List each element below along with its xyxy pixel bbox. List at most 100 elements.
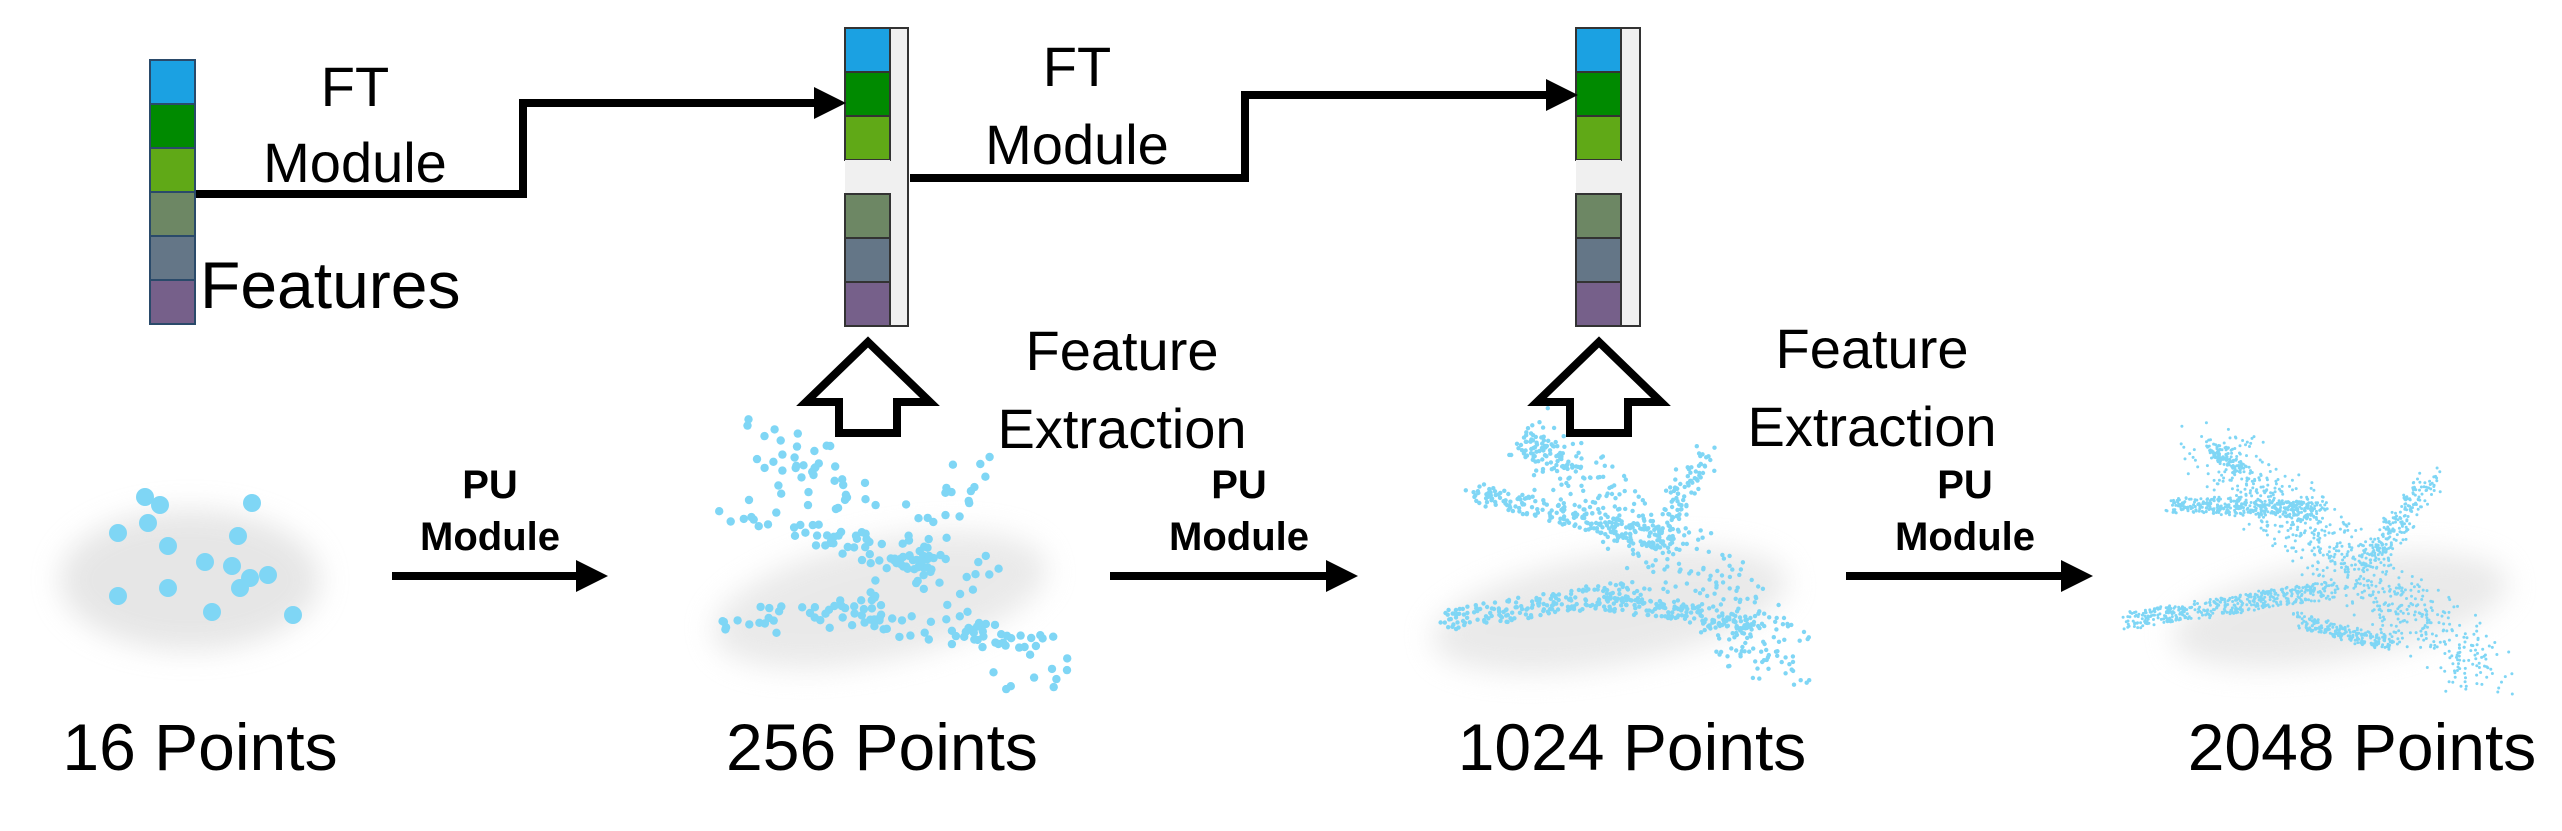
point <box>2305 495 2309 499</box>
point <box>2392 537 2396 541</box>
point <box>2296 611 2299 615</box>
point <box>1647 534 1652 539</box>
point <box>765 603 774 613</box>
point <box>2377 590 2381 594</box>
point <box>2347 628 2351 632</box>
point <box>1773 649 1779 654</box>
point <box>2186 472 2190 476</box>
point <box>1489 498 1494 503</box>
point <box>2371 546 2375 550</box>
point <box>2274 600 2278 604</box>
point <box>2200 505 2204 509</box>
point <box>1533 513 1538 518</box>
point <box>1523 454 1528 460</box>
point <box>1590 602 1595 608</box>
feature-extraction-label-2-line2: Extraction <box>1748 395 1997 458</box>
point <box>2259 526 2263 530</box>
point <box>1773 619 1778 624</box>
point <box>2375 633 2379 637</box>
point <box>1025 650 1035 659</box>
point <box>1523 448 1528 453</box>
point <box>2416 583 2420 587</box>
point <box>1029 673 1039 682</box>
point <box>1550 607 1555 612</box>
point <box>2237 597 2241 601</box>
point <box>1606 526 1612 531</box>
point <box>2261 485 2265 489</box>
point <box>2343 625 2347 629</box>
point <box>2450 629 2454 633</box>
point <box>830 601 839 611</box>
point <box>1049 682 1058 692</box>
point <box>2378 546 2382 550</box>
point <box>2217 458 2221 462</box>
point <box>1529 599 1535 604</box>
point <box>2377 608 2381 612</box>
point <box>1680 606 1685 611</box>
point <box>1569 588 1574 594</box>
point <box>1581 488 1586 493</box>
point <box>2473 653 2477 657</box>
point <box>1750 675 1756 681</box>
point <box>838 613 847 622</box>
point <box>1568 596 1573 601</box>
point <box>2185 506 2189 510</box>
point <box>1592 500 1598 505</box>
point <box>1696 486 1701 492</box>
point <box>1568 491 1573 497</box>
point <box>2210 497 2213 501</box>
point <box>1517 610 1523 615</box>
point <box>1682 484 1687 490</box>
point <box>2139 621 2143 625</box>
point <box>2178 616 2182 620</box>
point <box>2367 564 2371 568</box>
point <box>2305 588 2309 592</box>
point <box>2317 519 2321 523</box>
point <box>1752 613 1758 619</box>
point <box>1708 531 1714 536</box>
point <box>2209 438 2212 442</box>
point <box>2208 603 2212 607</box>
point <box>2294 585 2298 589</box>
point <box>882 564 891 573</box>
point <box>2448 656 2452 660</box>
point <box>2401 538 2405 542</box>
point <box>2323 585 2327 589</box>
point <box>2394 586 2398 590</box>
point <box>1561 501 1567 506</box>
point <box>1601 474 1606 479</box>
point <box>2456 604 2459 608</box>
point <box>2367 586 2371 590</box>
point <box>1625 587 1631 592</box>
point <box>1646 564 1651 570</box>
point <box>2130 611 2134 615</box>
point <box>2188 497 2191 501</box>
point <box>2229 498 2233 502</box>
point <box>1481 482 1487 487</box>
point <box>2281 590 2285 594</box>
point <box>2273 542 2277 546</box>
point <box>2143 614 2147 618</box>
point <box>2414 501 2418 505</box>
point <box>2405 508 2409 512</box>
point <box>721 625 730 634</box>
point <box>1663 605 1668 611</box>
point <box>2457 662 2460 666</box>
point <box>2222 611 2225 615</box>
point <box>2297 585 2301 589</box>
point <box>151 496 169 514</box>
point <box>2179 507 2183 511</box>
point <box>2408 522 2412 526</box>
point <box>2317 540 2321 544</box>
point <box>2249 489 2252 493</box>
point <box>1624 602 1629 608</box>
point <box>2430 632 2434 636</box>
point <box>243 494 261 512</box>
point <box>2292 600 2296 604</box>
point <box>2134 610 2138 614</box>
point <box>1553 439 1558 445</box>
point <box>2268 498 2271 502</box>
point <box>2305 583 2309 587</box>
point <box>2291 520 2295 524</box>
point <box>2236 602 2240 605</box>
